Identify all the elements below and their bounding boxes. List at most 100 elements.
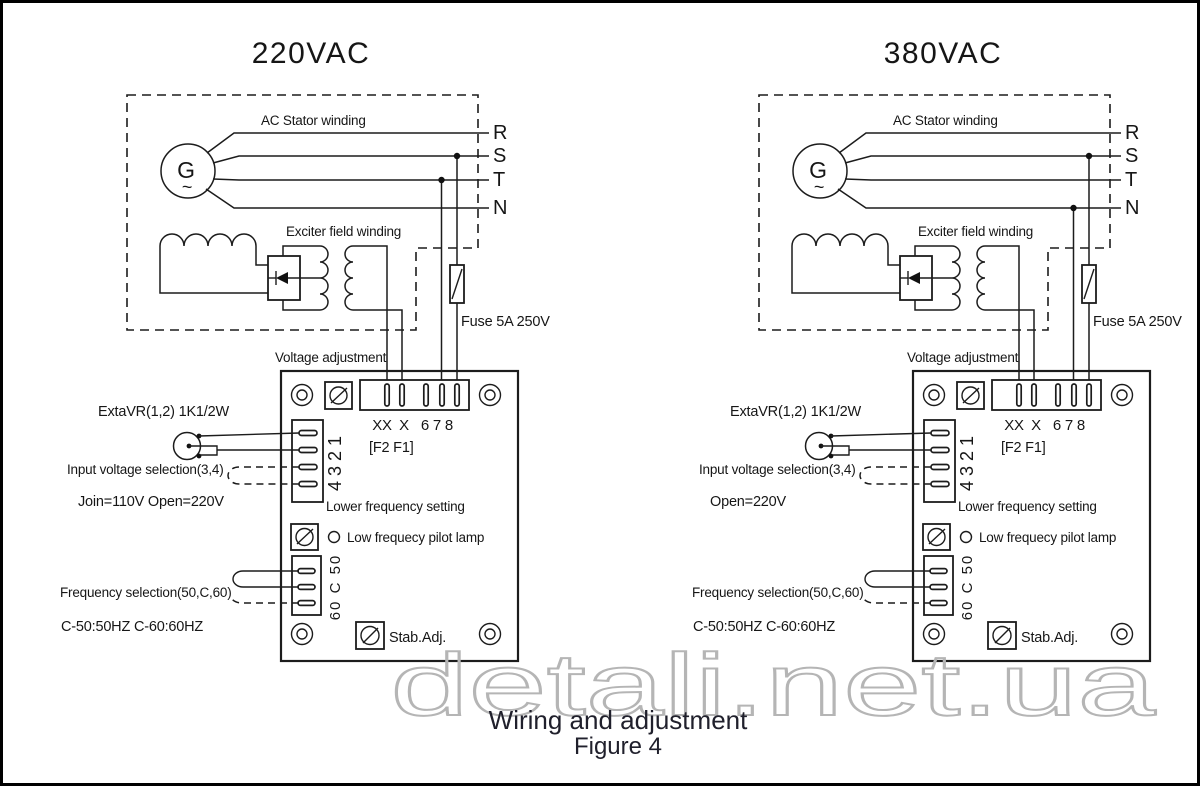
pin-label-7: 7 — [1065, 417, 1073, 434]
vr-connector-label: 4321 — [957, 431, 977, 491]
stator-lines — [205, 132, 489, 209]
figure-caption: Wiring and adjustment Figure 4 — [18, 705, 1197, 760]
fuse-symbol — [1081, 264, 1097, 304]
frequency-connector-label: 60 C 50 — [327, 554, 344, 621]
vr-label: ExtaVR(1,2) 1K1/2W — [98, 404, 229, 420]
voltage-adjust-pot[interactable] — [956, 381, 985, 410]
low-freq-pot[interactable] — [290, 523, 319, 551]
field-coils — [914, 245, 1035, 385]
frequency-note: C-50:50HZ C-60:60HZ — [693, 619, 835, 635]
junction-dot-s — [453, 152, 461, 160]
frequency-jumper — [864, 570, 931, 588]
f2f1-label: [F2 F1] — [1001, 440, 1046, 456]
stab-adjust-label: Stab.Adj. — [389, 630, 446, 646]
pin-label-6: 6 — [1053, 417, 1061, 434]
voltage-adjustment-label: Voltage adjustment — [275, 350, 387, 365]
pin-label-xx: XX — [372, 417, 392, 434]
pin-label-x: X — [399, 417, 409, 434]
rotating-rectifier — [899, 255, 952, 301]
pin-label-xx: XX — [1004, 417, 1024, 434]
pin-label-8: 8 — [1077, 417, 1085, 434]
frequency-note: C-50:50HZ C-60:60HZ — [61, 619, 203, 635]
input-voltage-label: Input voltage selection(3,4) — [67, 462, 224, 477]
phase-label-n: N — [1125, 197, 1139, 219]
frequency-jumper-alt — [229, 595, 299, 604]
generator-symbol: G ~ — [160, 143, 216, 199]
pin-label-6: 6 — [421, 417, 429, 434]
frequency-selection-label: Frequency selection(50,C,60) — [60, 585, 232, 600]
generator-wave-icon: ~ — [814, 177, 824, 197]
fuse-label: Fuse 5A 250V — [1093, 314, 1182, 330]
fuse-label: Fuse 5A 250V — [461, 314, 550, 330]
junction-dot-t — [438, 176, 445, 184]
rotating-rectifier — [267, 255, 320, 301]
panel-title: 380VAC — [884, 37, 1003, 70]
input-voltage-label: Input voltage selection(3,4) — [699, 462, 856, 477]
lower-frequency-label: Lower frequency setting — [326, 499, 465, 514]
panel-220vac: 220VAC G ~ R S T N AC Stator winding — [60, 37, 550, 663]
input-voltage-note: Join=110V Open=220V — [78, 494, 224, 510]
lower-frequency-label: Lower frequency setting — [958, 499, 1097, 514]
generator-letter: G — [177, 157, 195, 183]
generator-enclosure — [126, 94, 479, 331]
exciter-armature — [791, 233, 900, 294]
caption-figure-number: Figure 4 — [573, 733, 663, 760]
screw-icon — [922, 383, 1134, 646]
low-freq-pot[interactable] — [922, 523, 951, 551]
vr-connector[interactable] — [923, 419, 956, 503]
stator-lines — [837, 132, 1121, 209]
pilot-lamp-icon — [327, 530, 341, 544]
avr-board — [279, 369, 520, 663]
pin-label-7: 7 — [433, 417, 441, 434]
phase-label-r: R — [1125, 122, 1139, 144]
junction-dot-s — [1085, 152, 1093, 160]
exciter-winding-label: Exciter field winding — [286, 224, 401, 239]
stab-adjust-pot[interactable] — [355, 621, 385, 650]
input-voltage-note: Open=220V — [710, 494, 787, 510]
stab-adjust-pot[interactable] — [987, 621, 1017, 650]
generator-letter: G — [809, 157, 827, 183]
exciter-winding-label: Exciter field winding — [918, 224, 1033, 239]
stator-winding-label: AC Stator winding — [893, 113, 998, 128]
voltage-adjustment-label: Voltage adjustment — [907, 350, 1019, 365]
phase-label-t: T — [493, 169, 505, 191]
generator-enclosure — [758, 94, 1111, 331]
vr-connector-label: 4321 — [325, 431, 345, 491]
field-coils — [282, 245, 403, 385]
stab-adjust-label: Stab.Adj. — [1021, 630, 1078, 646]
frequency-selection-label: Frequency selection(50,C,60) — [692, 585, 864, 600]
pilot-lamp-label: Low frequecy pilot lamp — [347, 530, 484, 545]
vr-label: ExtaVR(1,2) 1K1/2W — [730, 404, 861, 420]
frequency-jumper — [232, 570, 299, 588]
vr-connector[interactable] — [291, 419, 324, 503]
frequency-connector[interactable] — [923, 555, 954, 616]
input-voltage-jumper — [859, 466, 931, 485]
panel-title: 220VAC — [252, 37, 371, 70]
external-vr-pot — [804, 431, 932, 461]
phase-label-r: R — [493, 122, 507, 144]
terminal-block[interactable] — [991, 379, 1102, 411]
frequency-connector-label: 60 C 50 — [959, 554, 976, 621]
exciter-armature — [159, 233, 268, 294]
input-voltage-jumper — [227, 466, 299, 485]
phase-label-t: T — [1125, 169, 1137, 191]
junction-dot-n — [1070, 204, 1077, 212]
panel-380vac: 380VAC G ~ R S T N AC Stator winding — [692, 37, 1182, 663]
phase-label-n: N — [493, 197, 507, 219]
generator-symbol: G ~ — [792, 143, 848, 199]
terminal-block[interactable] — [359, 379, 470, 411]
pin-label-8: 8 — [445, 417, 453, 434]
screw-icon — [290, 383, 502, 646]
pilot-lamp-icon — [959, 530, 973, 544]
voltage-adjust-pot[interactable] — [324, 381, 353, 410]
generator-wave-icon: ~ — [182, 177, 192, 197]
stator-winding-label: AC Stator winding — [261, 113, 366, 128]
frequency-connector[interactable] — [291, 555, 322, 616]
phase-label-s: S — [1125, 145, 1138, 167]
phase-label-s: S — [493, 145, 506, 167]
diode-icon — [276, 272, 288, 284]
f2f1-label: [F2 F1] — [369, 440, 414, 456]
external-vr-pot — [172, 431, 300, 461]
pilot-lamp-label: Low frequecy pilot lamp — [979, 530, 1116, 545]
caption-title: Wiring and adjustment — [488, 705, 748, 735]
